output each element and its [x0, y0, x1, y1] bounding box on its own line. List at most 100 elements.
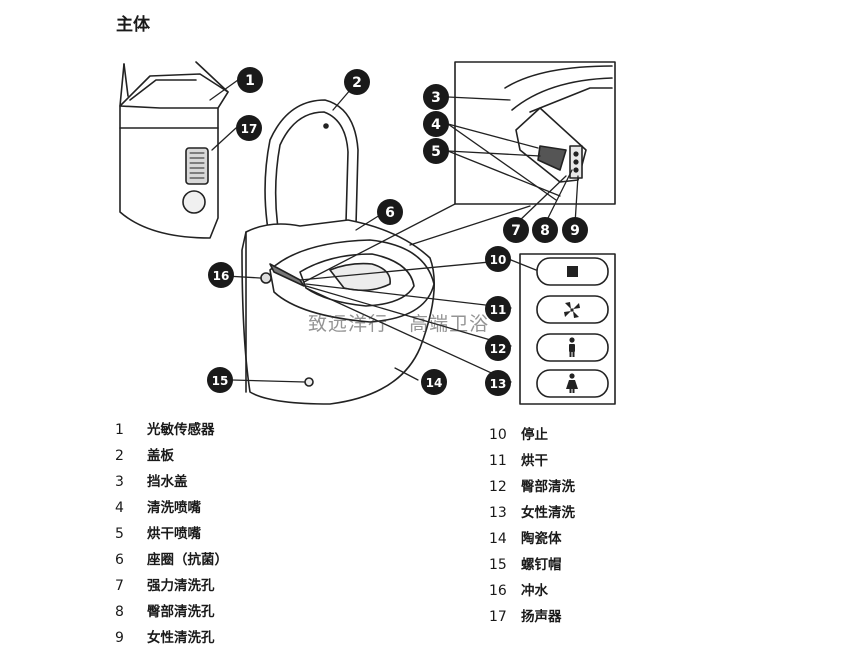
callout-number: 11 — [490, 303, 507, 317]
callout-number: 14 — [426, 376, 443, 390]
legend-item: 4 清洗喷嘴 — [115, 496, 201, 516]
legend-item: 13 女性清洗 — [489, 501, 575, 521]
callout-number: 17 — [241, 122, 258, 136]
callout-9: 9 — [562, 217, 588, 243]
callout-number: 12 — [490, 342, 507, 356]
legend-item: 10 停止 — [489, 423, 548, 443]
legend-number: 10 — [489, 427, 507, 443]
callout-circle — [485, 296, 511, 322]
callout-2: 2 — [344, 69, 370, 95]
page-title: 主体 — [116, 15, 150, 35]
legend-item: 7 强力清洗孔 — [115, 574, 215, 594]
callout-17: 17 — [236, 115, 262, 141]
legend-number: 2 — [115, 448, 124, 464]
callout-circle — [562, 217, 588, 243]
legend-label: 女性清洗孔 — [147, 630, 215, 646]
callout-4: 4 — [423, 111, 449, 137]
callout-number: 1 — [245, 73, 255, 89]
callout-number: 16 — [213, 269, 230, 283]
callout-circle — [237, 67, 263, 93]
legend-item: 2 盖板 — [115, 444, 174, 464]
callout-number: 5 — [431, 144, 441, 160]
callout-circle — [344, 69, 370, 95]
callout-11: 11 — [485, 296, 511, 322]
woman-icon — [566, 373, 578, 393]
legend-label: 冲水 — [521, 583, 548, 599]
callout-circle — [236, 115, 262, 141]
button-panel-frame — [519, 253, 616, 405]
ceramic-body — [241, 219, 435, 405]
callout-circle — [423, 84, 449, 110]
callout-8: 8 — [532, 217, 558, 243]
person-icon — [569, 337, 575, 357]
legend-number: 17 — [489, 609, 507, 625]
callout-number: 13 — [490, 377, 507, 391]
callout-15: 15 — [207, 367, 233, 393]
legend-label: 清洗喷嘴 — [147, 500, 201, 516]
legend-item: 16 冲水 — [489, 579, 548, 599]
callout-number: 8 — [540, 223, 550, 239]
callout-10: 10 — [485, 246, 511, 272]
legend-number: 14 — [489, 531, 507, 547]
callout-circle — [207, 367, 233, 393]
legend-number: 6 — [115, 552, 124, 568]
callout-5: 5 — [423, 138, 449, 164]
callout-number: 7 — [511, 223, 521, 239]
callout-number: 3 — [431, 90, 441, 106]
callout-14: 14 — [421, 369, 447, 395]
legend-number: 9 — [115, 630, 124, 646]
legend-item: 12 臀部清洗 — [489, 475, 575, 495]
callout-6: 6 — [377, 199, 403, 225]
legend-item: 17 扬声器 — [489, 605, 562, 625]
panel-buttons — [536, 257, 609, 398]
legend-number: 1 — [115, 422, 124, 438]
legend-label: 强力清洗孔 — [147, 578, 215, 594]
callout-circle — [503, 217, 529, 243]
legend-label: 光敏传感器 — [147, 422, 215, 438]
callout-number: 9 — [570, 223, 580, 239]
legend-label: 臀部清洗 — [521, 479, 575, 495]
legend-label: 女性清洗 — [521, 505, 575, 521]
legend-label: 挡水盖 — [147, 474, 188, 490]
callout-circle — [421, 369, 447, 395]
callout-circle — [208, 262, 234, 288]
legend-item: 1 光敏传感器 — [115, 418, 215, 438]
legend-label: 烘干喷嘴 — [147, 526, 201, 542]
legend-item: 15 螺钉帽 — [489, 553, 562, 573]
legend-label: 停止 — [521, 427, 548, 443]
fan-icon — [564, 302, 580, 318]
legend-number: 13 — [489, 505, 507, 521]
legend-number: 4 — [115, 500, 124, 516]
legend-number: 11 — [489, 453, 507, 469]
callout-number: 6 — [385, 205, 395, 221]
legend-number: 15 — [489, 557, 507, 573]
legend-number: 8 — [115, 604, 124, 620]
legend-label: 扬声器 — [521, 609, 562, 625]
legend-number: 16 — [489, 583, 507, 599]
callout-13: 13 — [485, 370, 511, 396]
callout-16: 16 — [208, 262, 234, 288]
legend-number: 5 — [115, 526, 124, 542]
callout-1: 1 — [237, 67, 263, 93]
callout-circle — [485, 335, 511, 361]
callout-number: 4 — [431, 117, 441, 133]
callout-circle — [377, 199, 403, 225]
legend-label: 烘干 — [521, 453, 548, 469]
callout-number: 15 — [212, 374, 229, 388]
legend-label: 盖板 — [147, 448, 174, 464]
nozzle-inset — [504, 65, 613, 183]
callout-7: 7 — [503, 217, 529, 243]
legend-item: 5 烘干喷嘴 — [115, 522, 201, 542]
legend-label: 臀部清洗孔 — [147, 604, 215, 620]
callout-circle — [423, 138, 449, 164]
callout-3: 3 — [423, 84, 449, 110]
stop-square-icon — [567, 266, 578, 277]
legend-label: 螺钉帽 — [521, 557, 562, 573]
legend-number: 7 — [115, 578, 124, 594]
callout-12: 12 — [485, 335, 511, 361]
legend-number: 12 — [489, 479, 507, 495]
callout-number: 2 — [352, 75, 362, 91]
